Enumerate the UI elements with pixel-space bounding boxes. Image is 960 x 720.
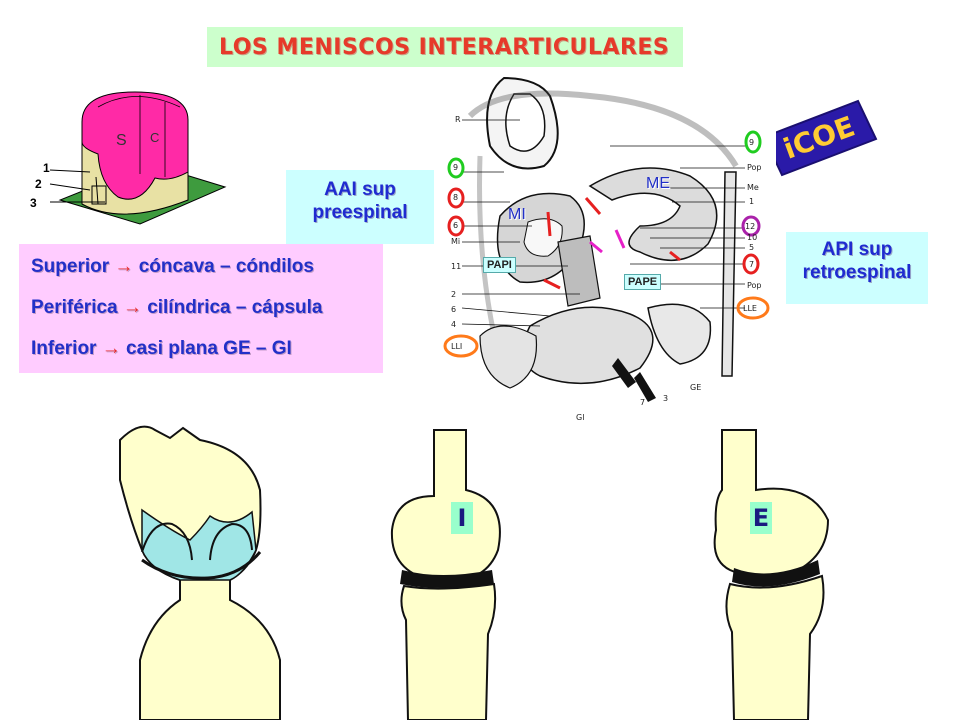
meniscus-internal	[400, 570, 494, 588]
api-line2: retroespinal	[802, 262, 912, 283]
anat-label-r9: 9	[749, 138, 755, 147]
aai-box: AAI sup preespinal	[286, 170, 434, 244]
anat-label-r7: 7	[749, 260, 755, 269]
knee-lateral-internal-diagram	[390, 429, 501, 720]
anat-label-gl: Gl	[576, 413, 585, 422]
block-label-3: 3	[30, 196, 37, 210]
label-mi: MI	[508, 206, 526, 223]
surface-inferior: Inferior → casi plana GE – GI	[31, 338, 292, 359]
arrow-icon: →	[101, 338, 121, 359]
anat-label-l8: 8	[453, 193, 459, 202]
anat-label-l11: 11	[451, 262, 462, 271]
arrow-icon: →	[114, 256, 134, 277]
aai-line2: preespinal	[312, 202, 408, 223]
anatomical-knee-diagram	[440, 76, 776, 422]
meniscus-external	[732, 560, 820, 587]
api-box: API sup retroespinal	[786, 232, 928, 304]
block-label-c: C	[150, 130, 160, 145]
title-banner: LOS MENISCOS INTERARTICULARES	[207, 27, 683, 67]
anat-label-pop1: Pop	[747, 163, 762, 172]
knee-frontal-diagram	[119, 425, 281, 720]
femur-internal	[390, 429, 501, 583]
surfaces-box: Superior → cóncava – cóndilos Periférica…	[19, 244, 383, 373]
anat-label-l2: 2	[451, 290, 457, 299]
anat-label-r12: 12	[745, 222, 756, 231]
articular-cartilage	[141, 508, 257, 581]
aai-line1: AAI sup	[324, 179, 396, 200]
anat-label-lli: LLI	[451, 342, 463, 351]
anat-label-l6b: 6	[451, 305, 457, 314]
label-me: ME	[646, 175, 670, 192]
knee-label-e: E	[750, 502, 772, 534]
block-label-2: 2	[35, 177, 42, 191]
anat-label-r1: 1	[749, 197, 755, 206]
anat-label-l6: 6	[453, 221, 459, 230]
tibia-external	[725, 574, 825, 720]
anat-label-me-small: Me	[747, 183, 759, 192]
anat-label-r: R	[455, 115, 461, 124]
knee-label-i: I	[451, 502, 473, 534]
anat-label-lle: LLE	[743, 304, 757, 313]
anat-label-l4: 4	[451, 320, 457, 329]
block-label-s: S	[116, 132, 127, 149]
pink-surface	[81, 91, 189, 200]
knee-lateral-external-diagram	[713, 429, 830, 720]
anat-label-r10: 10	[747, 233, 758, 242]
anat-label-mi-small: Mi	[451, 237, 461, 246]
meniscus-block-diagram	[49, 91, 227, 225]
api-line1: API sup	[821, 239, 893, 260]
anat-label-b3: 3	[663, 394, 669, 403]
arrow-icon: →	[122, 297, 142, 318]
anat-label-pop2: Pop	[747, 281, 762, 290]
logo-background	[762, 99, 878, 177]
surface-periferica: Periférica → cilíndrica – cápsula	[31, 297, 323, 318]
anat-label-ge: GE	[690, 383, 702, 392]
icoe-logo: iCOE	[762, 99, 878, 177]
anat-label-l9: 9	[453, 163, 459, 172]
anat-label-r5: 5	[749, 243, 755, 252]
tag-papi: PAPI	[483, 257, 516, 273]
anat-label-b7: 7	[640, 398, 646, 407]
block-label-1: 1	[43, 161, 50, 175]
tibia-internal	[400, 582, 497, 720]
tag-pape: PAPE	[624, 274, 662, 290]
surface-superior: Superior → cóncava – cóndilos	[31, 256, 314, 277]
page-title: LOS MENISCOS INTERARTICULARES	[219, 34, 670, 60]
